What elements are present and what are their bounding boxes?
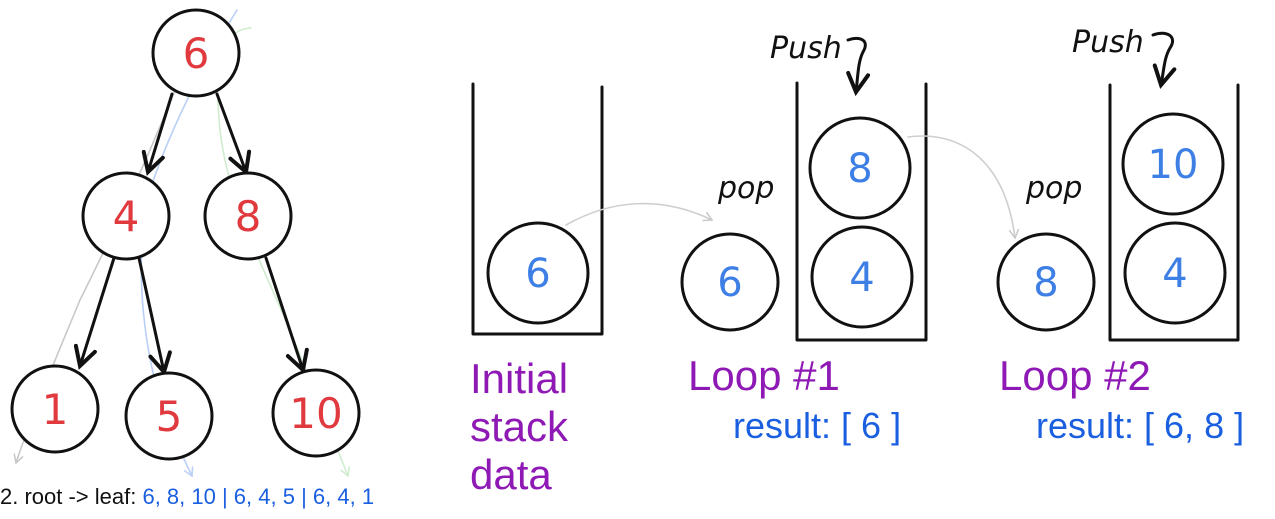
stack-item-value: 4 xyxy=(1162,251,1187,297)
tree-edge-6-4 xyxy=(148,92,174,172)
tree-node: 5 xyxy=(124,371,214,461)
stack-item: 8 xyxy=(808,116,912,220)
transfer-arrow xyxy=(907,135,1020,240)
transfer-arrow xyxy=(565,202,714,226)
popped-item-value: 8 xyxy=(1033,260,1058,306)
caption-prefix: 2. root -> leaf: xyxy=(0,484,143,509)
tree-node-value: 5 xyxy=(156,392,183,441)
stack-item-value: 8 xyxy=(847,146,872,192)
tree-node-value: 1 xyxy=(42,385,69,434)
tree-node: 4 xyxy=(81,171,171,261)
stage-title-line: data xyxy=(470,451,552,498)
tree-node-value: 6 xyxy=(183,29,210,78)
stage-title-initial: Initial stack data xyxy=(470,355,568,499)
stack-item: 6 xyxy=(486,221,590,325)
tree-node: 10 xyxy=(271,368,361,458)
stage-title-line: Initial xyxy=(470,355,569,402)
tree-node: 6 xyxy=(151,8,241,98)
stage-title-loop-2: Loop #2 xyxy=(999,352,1151,399)
stack-item: 10 xyxy=(1121,112,1225,216)
push-label: Push xyxy=(770,31,842,66)
push-arrow-icon xyxy=(1151,31,1173,85)
stack-item-value: 6 xyxy=(525,251,550,297)
caption-paths: 6, 8, 10 | 6, 4, 5 | 6, 4, 1 xyxy=(142,484,375,509)
tree-node: 8 xyxy=(203,171,293,261)
popped-item-value: 6 xyxy=(717,260,742,306)
stage-initial: 6 xyxy=(471,82,604,336)
tree-node-value: 8 xyxy=(235,192,262,241)
tree-edge-4-1 xyxy=(80,256,116,366)
tree-edge-6-8 xyxy=(215,92,246,172)
stack-item-value: 10 xyxy=(1148,142,1199,188)
tree-node-value: 10 xyxy=(289,389,342,438)
stage-loop-2: Push pop 8 4 10 xyxy=(996,25,1240,342)
tree-node-value: 4 xyxy=(113,192,140,241)
result-loop-2: result: [ 6, 8 ] xyxy=(1036,405,1245,446)
result-loop-1: result: [ 6 ] xyxy=(733,405,902,446)
push-arrow-icon xyxy=(848,37,865,93)
stage-title-line: stack xyxy=(470,403,569,450)
tree-edge-4-5 xyxy=(137,256,164,372)
stack-container xyxy=(1108,83,1240,342)
tree-edge-8-10 xyxy=(264,256,303,370)
stage-loop-1: Push pop 6 4 8 xyxy=(680,31,928,342)
stage-title-loop-1: Loop #1 xyxy=(688,352,840,399)
popped-item: 8 xyxy=(996,232,1096,332)
stack-item: 4 xyxy=(810,225,914,329)
stack-container xyxy=(795,81,928,342)
push-label: Push xyxy=(1072,25,1144,60)
pop-label: pop xyxy=(1025,171,1082,206)
stack-container xyxy=(471,82,604,336)
stack-item: 4 xyxy=(1123,221,1227,325)
caption: 2. root -> leaf: 6, 8, 10 | 6, 4, 5 | 6,… xyxy=(0,486,374,508)
stack-item-value: 4 xyxy=(849,255,874,301)
pop-label: pop xyxy=(717,171,774,206)
tree-node: 1 xyxy=(10,364,100,454)
popped-item: 6 xyxy=(680,232,780,332)
binary-tree: 6 4 8 1 5 10 xyxy=(10,8,361,478)
